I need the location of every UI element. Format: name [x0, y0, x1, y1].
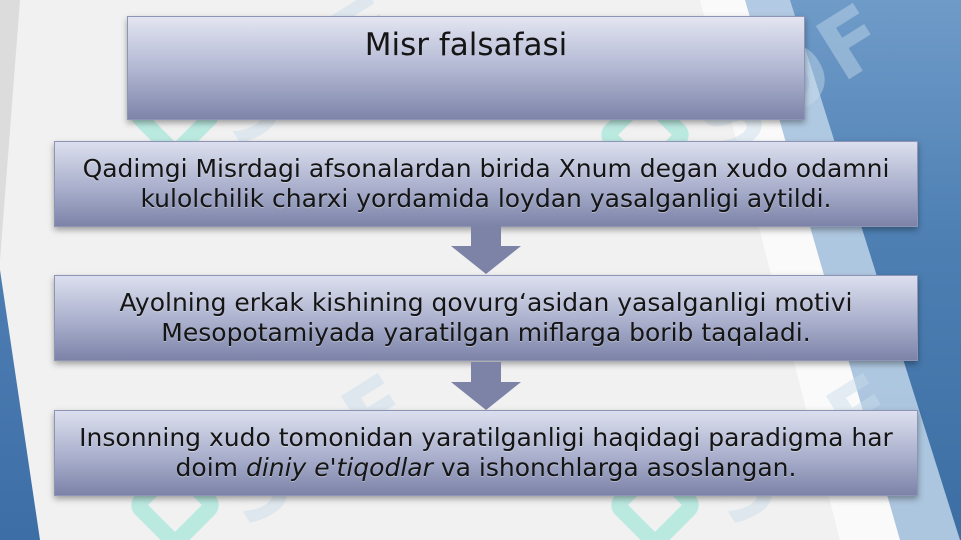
flow-step-line: Ayolning erkak kishining qovurg‘asidan y… — [119, 288, 853, 317]
flow-step-text: Insonning xudo tomonidan yaratilganligi … — [79, 423, 893, 483]
flow-step-1: Qadimgi Misrdagi afsonalardan birida Xnu… — [54, 141, 918, 227]
down-arrow-icon — [451, 226, 521, 274]
slide-title: Misr falsafasi — [364, 27, 568, 63]
flow-step-text-prefix: doim — [175, 453, 246, 482]
flow-step-line: Qadimgi Misrdagi afsonalardan birida Xnu… — [82, 154, 890, 183]
flow-step-3: Insonning xudo tomonidan yaratilganligi … — [54, 410, 918, 496]
flow-step-text: Qadimgi Misrdagi afsonalardan birida Xnu… — [83, 154, 890, 214]
flow-step-text: Ayolning erkak kishining qovurg‘asidan y… — [120, 288, 853, 348]
flow-step-line: kulolchilik charxi yordamida loydan yasa… — [140, 184, 832, 213]
flow-step-line: doim diniy e'tiqodlar va ishonchlarga as… — [79, 453, 893, 483]
flow-step-emphasis: diniy e'tiqodlar — [245, 453, 433, 482]
flow-step-text-suffix: va ishonchlarga asoslangan. — [432, 453, 797, 482]
down-arrow-icon — [451, 362, 521, 410]
slide-title-box: Misr falsafasi — [127, 16, 805, 120]
flow-step-line: Insonning xudo tomonidan yaratilganligi … — [79, 423, 893, 452]
flow-step-line: Mesopotamiyada yaratilgan miflarga borib… — [161, 318, 811, 347]
flow-step-2: Ayolning erkak kishining qovurg‘asidan y… — [54, 275, 918, 361]
